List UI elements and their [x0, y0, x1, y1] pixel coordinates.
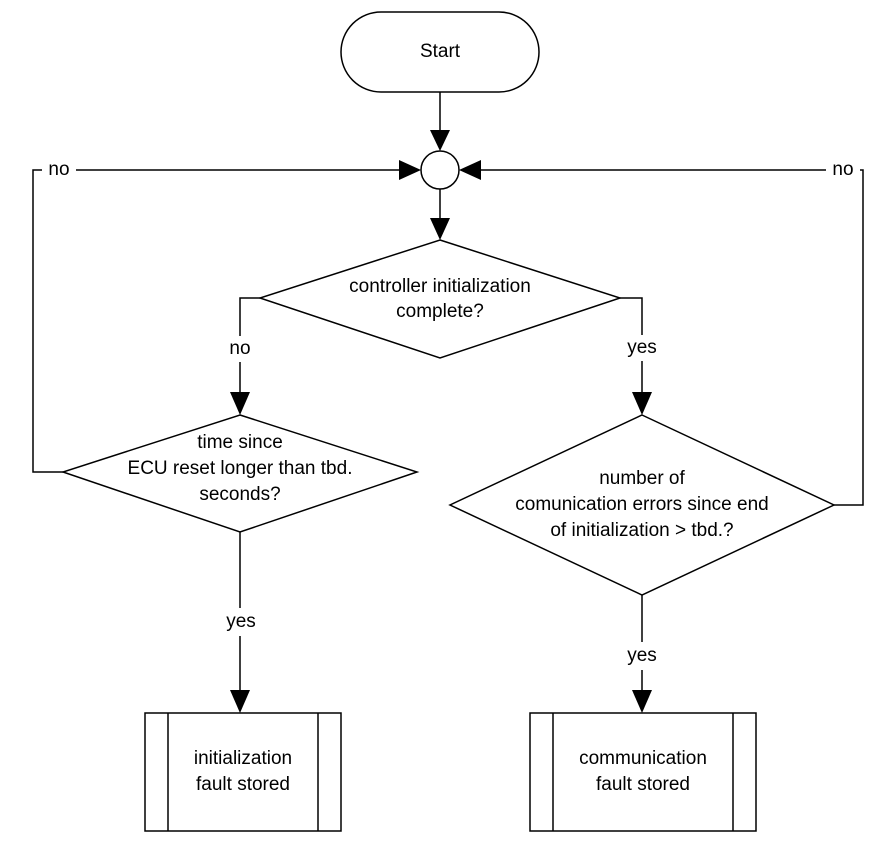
connector-comm-no-loop	[459, 160, 864, 506]
decision-time-line-1: time since	[197, 432, 283, 453]
edge-label-init-no: no	[229, 338, 250, 359]
edge-label-init-yes: yes	[627, 337, 657, 358]
process-initialization-fault	[144, 712, 342, 832]
edge-label-time-no: no	[48, 159, 69, 180]
decision-comm-line-2: comunication errors since end	[515, 494, 768, 515]
decision-comm-line-1: number of	[599, 468, 685, 489]
start-label: Start	[420, 41, 461, 62]
edge-label-comm-yes: yes	[627, 645, 657, 666]
connector-merge-to-decision	[430, 189, 450, 240]
process-communication-fault	[529, 712, 757, 832]
decision-controller-init	[257, 239, 623, 359]
connector-start-to-merge	[430, 92, 450, 151]
process-init-fault-line-2: fault stored	[196, 774, 290, 795]
decision-time-line-2: ECU reset longer than tbd.	[128, 458, 353, 479]
connector-time-no-loop	[32, 160, 421, 473]
edge-label-time-yes: yes	[226, 611, 256, 632]
edge-label-comm-no: no	[832, 159, 853, 180]
decision-comm-line-3: of initialization > tbd.?	[550, 520, 733, 541]
decision-time-line-3: seconds?	[199, 484, 280, 505]
decision-controller-init-line-1: controller initialization	[349, 276, 531, 297]
process-comm-fault-line-2: fault stored	[596, 774, 690, 795]
process-comm-fault-line-1: communication	[579, 748, 707, 769]
merge-connector	[420, 150, 460, 190]
decision-controller-init-line-2: complete?	[396, 301, 484, 322]
process-init-fault-line-1: initialization	[194, 748, 292, 769]
